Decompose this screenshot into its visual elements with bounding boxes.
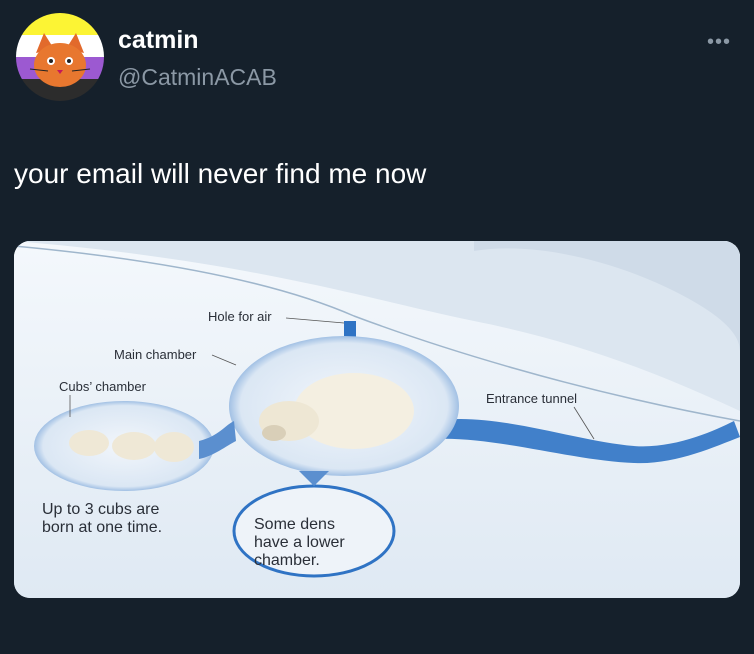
more-horizontal-icon: ••• bbox=[706, 30, 731, 53]
label-cubs-note-line2: born at one time. bbox=[42, 519, 162, 536]
avatar[interactable] bbox=[16, 13, 104, 101]
author-display-name[interactable]: catmin bbox=[118, 26, 199, 54]
cat-avatar-icon bbox=[16, 13, 104, 101]
polar-bear-den-diagram: Hole for air Main chamber Cubs’ chamber … bbox=[14, 241, 740, 598]
label-lower-chamber-line2: have a lower bbox=[254, 534, 345, 551]
label-lower-chamber-line3: chamber. bbox=[254, 552, 320, 569]
label-main-chamber: Main chamber bbox=[114, 347, 197, 362]
tweet-text: your email will never find me now bbox=[14, 158, 427, 189]
tweet-image[interactable]: Hole for air Main chamber Cubs’ chamber … bbox=[14, 241, 740, 598]
label-cubs-chamber: Cubs’ chamber bbox=[59, 379, 147, 394]
cubs-illustration bbox=[69, 430, 194, 462]
label-hole-for-air: Hole for air bbox=[208, 309, 272, 324]
mother-bear-illustration bbox=[259, 373, 414, 449]
label-lower-chamber-line1: Some dens bbox=[254, 516, 335, 533]
more-button[interactable]: ••• bbox=[700, 30, 738, 54]
label-cubs-note-line1: Up to 3 cubs are bbox=[42, 501, 160, 518]
label-entrance-tunnel: Entrance tunnel bbox=[486, 391, 577, 406]
author-handle[interactable]: @CatminACAB bbox=[118, 64, 277, 90]
